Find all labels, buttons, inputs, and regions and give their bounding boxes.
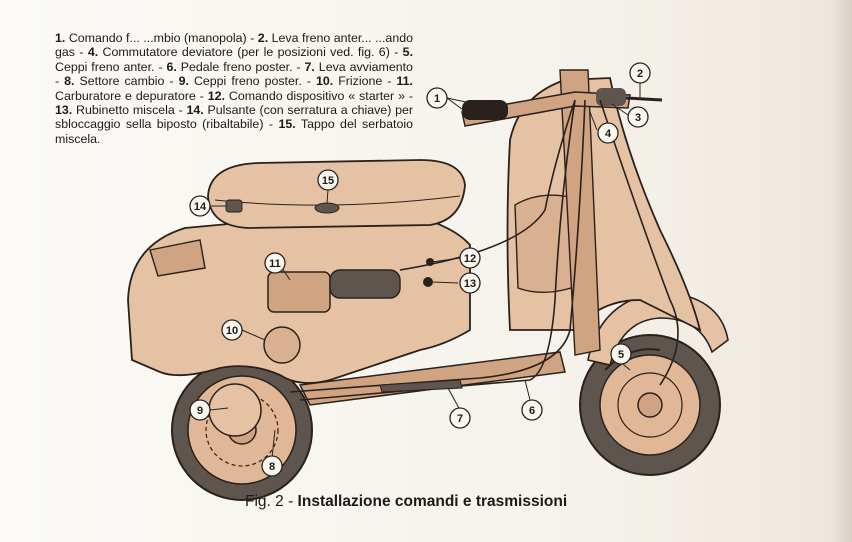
callout-marker: 10 (221, 319, 243, 341)
callout-marker: 6 (521, 399, 543, 421)
legend-item: 8. Settore cambio - (64, 74, 174, 89)
carburettor (267, 269, 401, 313)
svg-text:13: 13 (464, 278, 476, 290)
callout-marker: 14 (189, 195, 211, 217)
callout-marker: 1 (426, 87, 448, 109)
legend-item: 10. Frizione - (315, 74, 392, 89)
rear-brake-drum (208, 383, 262, 437)
caption-title: Installazione comandi e trasmissioni (297, 493, 568, 510)
svg-text:9: 9 (197, 405, 203, 417)
legend-text: 1. Comando f... ...mbio (manopola) - 2. … (55, 31, 413, 146)
legend-item: 14. Pulsante (con serratura a chiave) pe… (55, 103, 413, 132)
callout-marker: 2 (629, 62, 651, 84)
figure-caption: Fig. 2 - Installazione comandi e trasmis… (245, 493, 567, 511)
legend-item: 15. Tappo del serbatoio miscela. (55, 117, 413, 146)
svg-text:6: 6 (529, 405, 535, 417)
legend-item: 2. Leva freno anter... ...ando gas - (55, 31, 414, 60)
svg-text:11: 11 (269, 258, 281, 270)
control-cables (289, 99, 679, 401)
callout-marker: 7 (449, 407, 471, 429)
callout-marker: 9 (189, 399, 211, 421)
svg-text:5: 5 (618, 349, 624, 361)
fuel-cap (314, 202, 340, 214)
legend-item: 13. Rubinetto miscela - (55, 103, 183, 118)
svg-text:1: 1 (434, 93, 440, 105)
front-wheel (579, 334, 721, 476)
legend-item: 11. Carburatore e depuratore - (55, 74, 413, 103)
svg-text:10: 10 (226, 325, 238, 337)
caption-prefix: Fig. 2 - (245, 493, 294, 510)
legend-item: 12. Comando dispositivo « starter » - (207, 88, 414, 103)
svg-text:14: 14 (194, 201, 207, 213)
callout-marker: 12 (459, 247, 481, 269)
callout-marker: 3 (627, 106, 649, 128)
legend-item: 9. Ceppi freno poster. - (178, 74, 311, 89)
callout-marker: 13 (459, 272, 481, 294)
seat-release-button (225, 199, 243, 213)
tail-light (149, 239, 206, 277)
handlebar (461, 88, 663, 127)
kick-start-lever (379, 379, 463, 393)
seat (207, 159, 466, 229)
legend-item: 5. Ceppi freno anter. - (55, 45, 414, 74)
legend-item: 7. Leva avviamento - (55, 59, 413, 89)
floorboard (298, 351, 566, 406)
svg-text:7: 7 (457, 413, 463, 425)
callout-leaders (209, 82, 641, 459)
svg-text:12: 12 (464, 253, 476, 265)
clutch (263, 326, 301, 364)
callout-marker: 4 (597, 122, 619, 144)
legend-item: 6. Pedale freno poster. - (166, 59, 301, 74)
legend-item: 1. Comando f... ...mbio (manopola) - (55, 31, 255, 45)
svg-text:4: 4 (605, 128, 612, 140)
svg-text:15: 15 (322, 175, 334, 187)
svg-text:8: 8 (269, 461, 275, 473)
callout-marker: 15 (317, 169, 339, 191)
legend-item: 4. Commutatore deviatore (per le posizio… (87, 45, 399, 60)
fuel-tap (423, 277, 433, 287)
svg-text:3: 3 (635, 112, 641, 124)
callout-marker: 8 (261, 455, 283, 477)
svg-text:2: 2 (637, 68, 643, 80)
book-spine-shadow (830, 0, 852, 542)
callout-marker: 11 (264, 252, 286, 274)
callout-marker: 5 (610, 343, 632, 365)
